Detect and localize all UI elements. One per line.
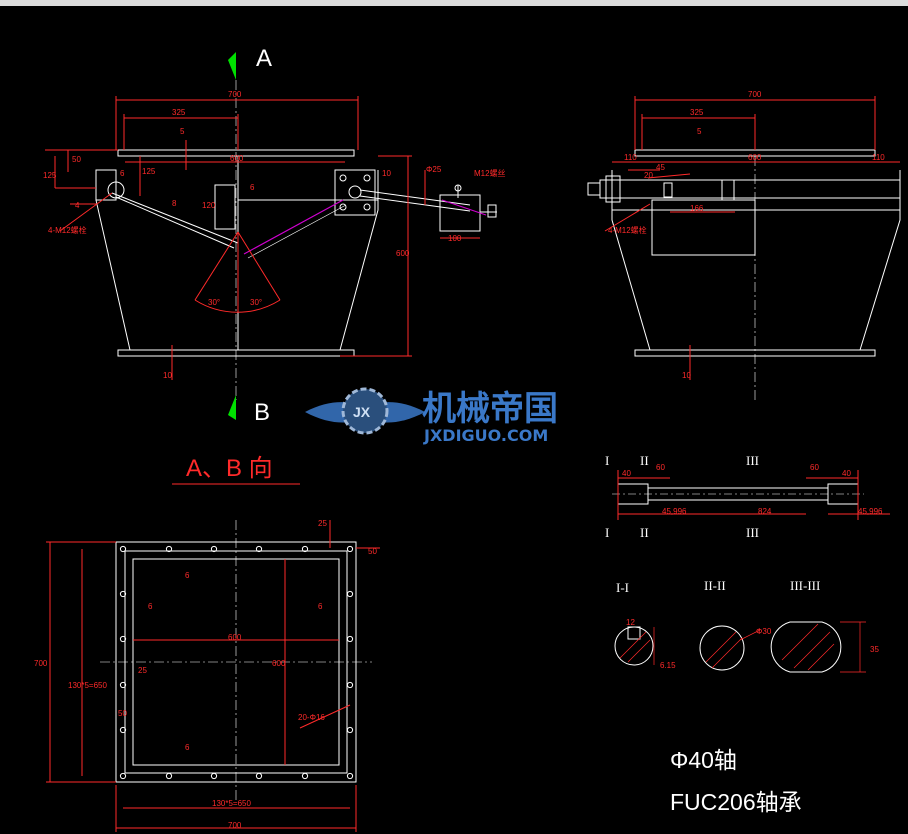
view-label-a: A: [256, 45, 272, 72]
dim-700: 700: [228, 90, 242, 99]
shaft-sec-ii-top: II: [640, 453, 649, 468]
dim-10: 10: [382, 169, 391, 178]
dim-125b: 125: [142, 167, 156, 176]
plan-dim-6-right: 6: [318, 602, 323, 611]
angle-30-left: 30°: [208, 298, 220, 307]
bearing-plate: [334, 169, 376, 216]
gear-icon: [341, 387, 389, 435]
dim-125: 125: [43, 171, 57, 180]
plan-dim-700-horizontal: 700: [228, 821, 242, 830]
shaft-sec-i-bottom: I: [605, 525, 609, 540]
counterweight: [439, 194, 481, 232]
front-body: [95, 170, 379, 351]
ab-view-title: A、B 向: [186, 455, 273, 482]
window-top-bar: [0, 0, 908, 6]
dim-5: 5: [180, 127, 185, 136]
side-dim-600: 600: [748, 153, 762, 162]
plan-dim-50b: 50: [118, 709, 127, 718]
front-top-flange: [117, 149, 355, 157]
shaft-drawing: [612, 470, 890, 520]
shaft-sec-iii-top: III: [746, 453, 759, 468]
note-bearing: FUC206轴承: [670, 789, 802, 815]
dim-8: 8: [172, 199, 177, 208]
plan-dim-600-vertical: 600: [272, 659, 286, 668]
plan-dim-700-vertical: 700: [34, 659, 48, 668]
plan-view: [46, 520, 380, 832]
shaft-dim-60: 60: [656, 463, 665, 472]
logo-english: JXDIGUO.COM: [423, 426, 548, 445]
shaft-dim-45996: 45,996: [662, 507, 687, 516]
side-dim-20: 20: [644, 171, 653, 180]
section-dim-phi30: Φ30: [756, 627, 772, 636]
watermark-logo: JX 机械帝国 JXDIGUO.COM: [305, 387, 558, 445]
shaft-sec-ii-bottom: II: [640, 525, 649, 540]
section-dim-12: 12: [626, 618, 635, 627]
view-label-b: B: [254, 399, 270, 426]
section-label-iii-iii: III-III: [790, 578, 820, 593]
front-view: [45, 52, 497, 420]
section-i: [614, 626, 654, 666]
side-dim-5: 5: [697, 127, 702, 136]
shaft-text: I II III I II III 40 60 60 40 45,996 824…: [605, 453, 883, 540]
dim-10b: 10: [163, 371, 172, 380]
dim-100: 100: [448, 234, 462, 243]
plan-dim-25b: 25: [138, 666, 147, 675]
logo-chinese: 机械帝国: [422, 389, 558, 429]
section-dim-35: 35: [870, 645, 879, 654]
view-arrow-a: [228, 52, 236, 80]
shaft-sec-i-top: I: [605, 453, 609, 468]
shaft-dim-60b: 60: [810, 463, 819, 472]
bolt-note-front: 4-M12螺栓: [48, 225, 87, 235]
shaft-dim-824: 824: [758, 507, 772, 516]
dim-6: 6: [120, 169, 125, 178]
side-dim-325: 325: [690, 108, 704, 117]
shaft-dim-40: 40: [622, 469, 631, 478]
side-dim-110: 110: [624, 153, 637, 162]
section-iii: [770, 621, 842, 673]
m12-note: M12螺丝: [474, 168, 506, 178]
plan-pitch-vertical: 130*5=650: [68, 681, 107, 690]
section-label-ii-ii: II-II: [704, 578, 726, 593]
dim-6b: 6: [250, 183, 255, 192]
plan-dim-600: 600: [228, 633, 242, 642]
side-view: [587, 96, 901, 400]
side-dim-110b: 110: [872, 153, 885, 162]
logo-badge: JX: [353, 404, 371, 420]
side-dim-700: 700: [748, 90, 762, 99]
angle-30-right: 30°: [250, 298, 262, 307]
side-dim-45: 45: [656, 163, 665, 172]
section-ii: [699, 625, 745, 671]
plan-view-text: 700 130*5=650 25 50 6 6 6 600 600 25 50 …: [34, 519, 377, 830]
plan-dim-6-left: 6: [148, 602, 153, 611]
section-label-i-i: I-I: [616, 580, 629, 595]
plan-holes-note: 20-Φ16: [298, 713, 325, 722]
front-bottom-flange: [117, 349, 355, 357]
bolt-note-side: 4-M12螺栓: [608, 225, 647, 235]
plan-dim-6-top: 6: [185, 571, 190, 580]
note-shaft: Φ40轴: [670, 747, 737, 773]
shaft-dim-45996b: 45,996: [858, 507, 883, 516]
shaft-dim-40b: 40: [842, 469, 851, 478]
section-dim-615: 6.15: [660, 661, 676, 670]
dim-50: 50: [72, 155, 81, 164]
dim-4: 4: [75, 201, 80, 210]
front-view-text: A B 700 325 5 600 125 50 6 125 6 4 8 120…: [43, 45, 506, 426]
plan-dim-50: 50: [368, 547, 377, 556]
side-view-text: 700 325 5 110 600 110 45 20 166 10 4-M12…: [608, 90, 885, 380]
plan-dim-6-bottom: 6: [185, 743, 190, 752]
section-views: I-I II-II III-III 12 6.15 Φ30 35: [614, 578, 879, 673]
dim-600v: 600: [396, 249, 410, 258]
plan-dim-25: 25: [318, 519, 327, 528]
bolt-holes: [119, 545, 354, 780]
side-dim-10: 10: [682, 371, 691, 380]
shaft-sec-iii-bottom: III: [746, 525, 759, 540]
dim-phi25: Φ25: [426, 165, 442, 174]
dim-120: 120: [202, 201, 216, 210]
dim-325: 325: [172, 108, 186, 117]
dim-600: 600: [230, 154, 244, 163]
plan-pitch-horizontal: 130*5=650: [212, 799, 251, 808]
side-dim-166: 166: [690, 204, 704, 213]
view-arrow-b: [228, 395, 236, 420]
